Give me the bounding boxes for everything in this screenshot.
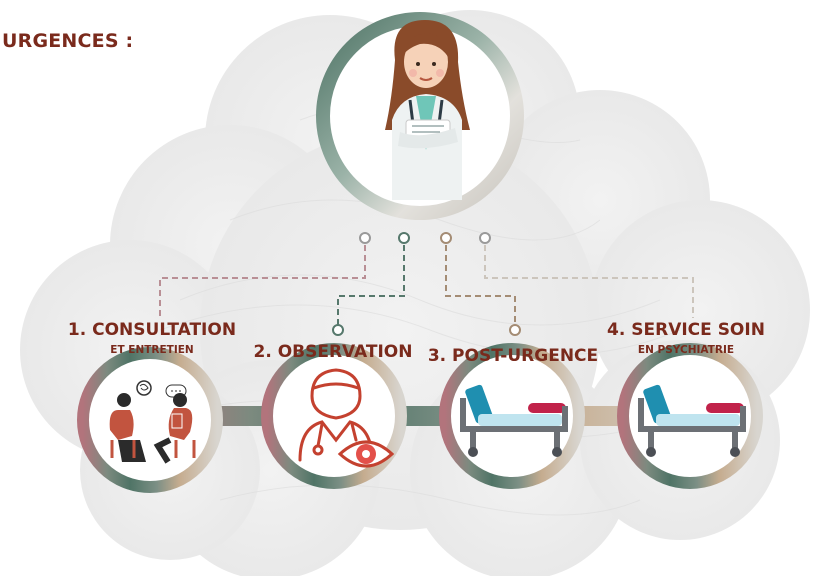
consultation-illustration <box>109 380 196 464</box>
step-2-title: 2. OBSERVATION <box>253 342 413 362</box>
step-4-title: 4. SERVICE SOIN <box>607 320 765 340</box>
step-3-label: 3. POST-URGENCE <box>424 346 602 366</box>
top-node <box>316 12 524 220</box>
step-2-label: 2. OBSERVATION <box>250 342 416 362</box>
connector-lines <box>159 245 694 325</box>
step-1-label: 1. CONSULTATION ET ENTRETIEN <box>58 320 246 357</box>
doctor-illustration <box>385 20 470 200</box>
step-4-label: 4. SERVICE SOIN EN PSYCHIATRIE <box>600 320 772 357</box>
page-title: URGENCES : <box>2 30 134 52</box>
step-1-title: 1. CONSULTATION <box>67 320 237 340</box>
step-3-title: 3. POST-URGENCE <box>427 346 599 366</box>
hospital-bed-icon <box>638 384 746 457</box>
hospital-bed-icon <box>460 384 568 457</box>
step-4-subtitle: EN PSYCHIATRIE <box>637 344 735 356</box>
doctor-eye-icon <box>298 368 395 468</box>
step-1-subtitle: ET ENTRETIEN <box>110 344 194 356</box>
connector-dots <box>332 232 521 336</box>
